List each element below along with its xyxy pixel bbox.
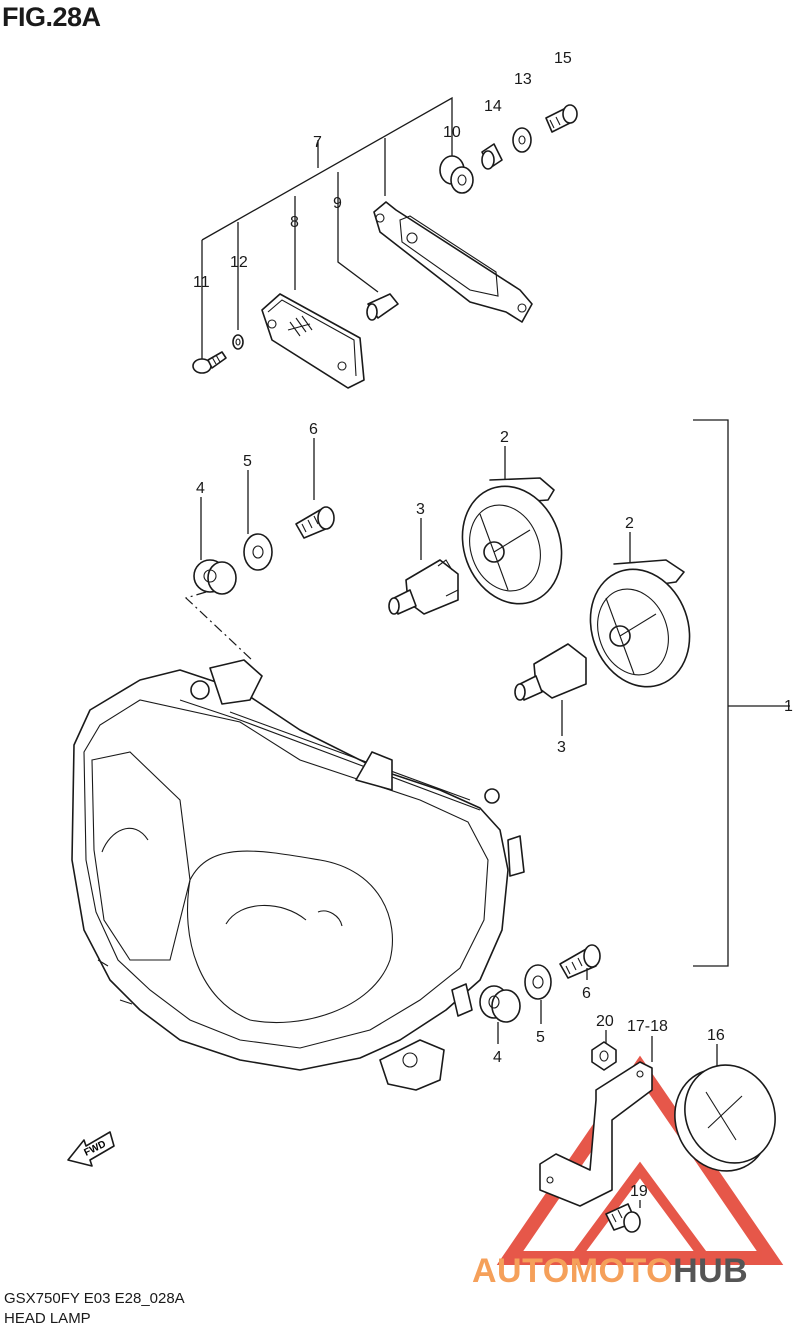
washer-13 [512,127,532,153]
bolt-6-upper [295,438,335,539]
figure-title: FIG.28A [2,2,101,32]
cushion-4-lower [479,985,521,1044]
callout-14: 14 [484,98,502,115]
nut-20 [591,1030,617,1071]
callout-4-upper: 4 [196,480,205,497]
callout-6-upper: 6 [309,421,318,438]
washer-12 [232,334,244,350]
leader-lines-top [201,96,453,360]
callout-2-lower: 2 [625,515,634,532]
callout-19: 19 [630,1183,648,1200]
callout-17-18: 17-18 [627,1018,668,1035]
callout-3-upper: 3 [416,501,425,518]
figure-name: HEAD LAMP [4,1310,91,1327]
cushion-4-upper [193,497,237,595]
bracket-7 [373,201,533,323]
bulb-9 [366,293,399,321]
bolt-19 [605,1200,641,1233]
collar-14 [481,143,503,170]
callout-3-lower: 3 [557,739,566,756]
watermark-text-a: AUTOMOTO [472,1252,674,1290]
washer-5-upper [243,470,273,571]
callout-5-lower: 5 [536,1029,545,1046]
bulb-3-lower [514,643,587,736]
watermark-text-b: HUB [673,1252,749,1290]
fwd-arrow-icon: FWD [67,1131,115,1167]
washer-5-lower [524,964,552,1024]
callout-1: 1 [784,698,793,715]
callout-16: 16 [707,1027,725,1044]
socket-cover-2-lower [589,532,691,688]
position-lamp-lens-8 [261,293,365,389]
callout-12: 12 [230,254,248,271]
callout-4-lower: 4 [493,1049,502,1066]
callout-6-lower: 6 [582,985,591,1002]
callout-7: 7 [313,134,322,151]
callout-5-upper: 5 [243,453,252,470]
bracket-17-18 [539,1036,653,1207]
callout-20: 20 [596,1013,614,1030]
reflector-16 [674,1044,776,1172]
screw-11 [192,351,227,374]
socket-cover-2-upper [461,446,563,605]
callout-13: 13 [514,71,532,88]
callout-10: 10 [443,124,461,141]
grommet-10 [439,155,474,194]
watermark-text: AUTOMOTOHUB [472,1252,748,1291]
callout-15: 15 [554,50,572,67]
callout-11: 11 [193,274,210,291]
callout-2-upper: 2 [500,429,509,446]
bolt-15 [545,104,578,133]
fastener-axis [184,591,253,661]
bolt-6-lower [559,944,601,980]
bulb-3-upper [388,518,459,615]
assembly-bracket-1 [693,419,790,967]
model-code: GSX750FY E03 E28_028A [4,1290,185,1307]
callout-9: 9 [333,195,342,212]
headlamp-housing [71,659,525,1091]
callout-8: 8 [290,214,299,231]
